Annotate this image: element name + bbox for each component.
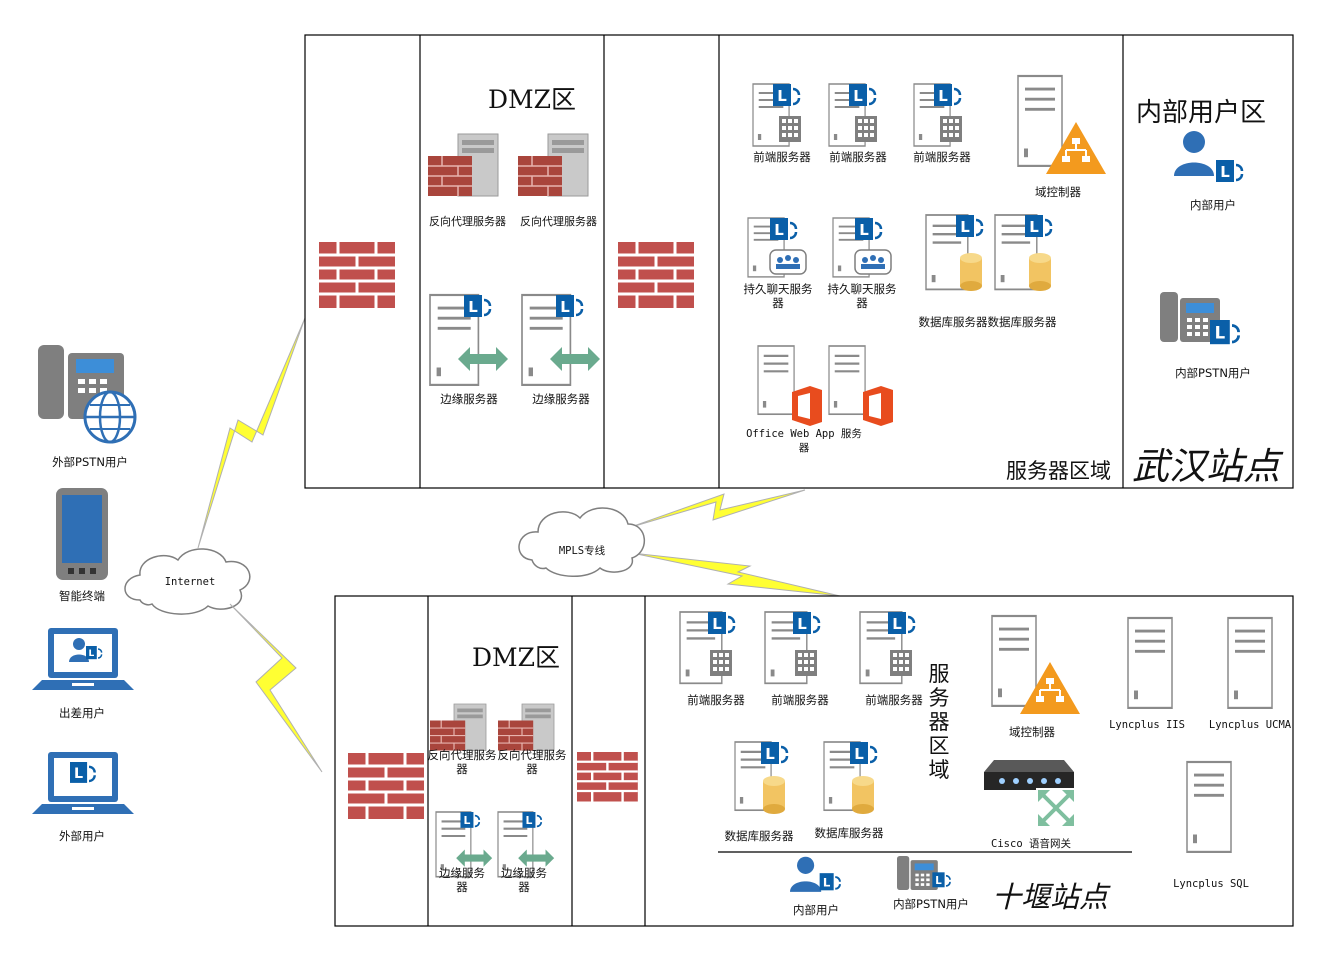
edge-server-label: 边缘服务器	[501, 866, 547, 894]
lyncplus-ucma-label: Lyncplus UCMA	[1208, 719, 1292, 731]
domain-controller-label: 域控制器	[1035, 185, 1081, 199]
front-end-server-icon	[763, 610, 821, 685]
lyncplus-iis-label: Lyncplus IIS	[1109, 719, 1185, 731]
domain-controller-icon	[1016, 74, 1107, 175]
lightning-mpls-wuhan	[627, 489, 806, 529]
reverse-proxy-icon	[497, 703, 555, 752]
front-end-label: 前端服务器	[829, 150, 887, 164]
front-end-server-icon	[678, 610, 736, 685]
lyncplus-iis-server-icon	[1126, 616, 1174, 710]
shiyan-site-frame	[334, 595, 1294, 927]
external-user-laptop-icon	[32, 752, 134, 814]
internal-user-label: 内部用户	[793, 903, 839, 917]
front-end-label: 前端服务器	[687, 693, 745, 707]
reverse-proxy-label: 反向代理服务器	[427, 748, 497, 776]
internal-pstn-phone-icon	[897, 856, 951, 890]
database-server-icon	[993, 213, 1053, 291]
lyncplus-sql-server-icon	[1185, 760, 1233, 854]
travel-user-laptop-icon	[32, 628, 134, 690]
mpls-label: MPLS专线	[558, 545, 606, 557]
internal-user-icon	[1174, 131, 1244, 184]
lyncplus-ucma-server-icon	[1226, 616, 1274, 710]
internal-zone-title: 内部用户区	[1136, 98, 1267, 128]
firewall-icon	[575, 750, 639, 803]
cisco-gateway-label: Cisco 语音网关	[991, 838, 1071, 850]
front-end-label: 前端服务器	[865, 693, 923, 707]
database-server-icon	[822, 740, 878, 814]
internal-pstn-label: 内部PSTN用户	[1175, 366, 1251, 380]
database-server-label: 数据库服务器	[987, 315, 1057, 329]
database-server-label: 数据库服务器	[918, 315, 988, 329]
office-web-app-server-icon	[756, 344, 822, 426]
firewall-icon	[616, 240, 696, 310]
internal-user-label: 内部用户	[1190, 198, 1236, 212]
persistent-chat-label: 持久聊天服务器	[743, 282, 813, 310]
cisco-voice-gateway-icon	[984, 760, 1076, 828]
office-web-app-label: Office Web App 服务器	[746, 428, 862, 454]
reverse-proxy-icon	[427, 133, 499, 197]
external-pstn-label: 外部PSTN用户	[52, 455, 128, 469]
reverse-proxy-label: 反向代理服务器	[429, 215, 506, 228]
internet-label: Internet	[164, 576, 216, 588]
smart-terminal-label: 智能终端	[59, 589, 105, 603]
lightning-internet-wuhan	[197, 317, 306, 549]
front-end-server-icon	[828, 82, 877, 147]
reverse-proxy-label: 反向代理服务器	[497, 748, 567, 776]
wuhan-server-zone-title: 服务器区域	[1006, 459, 1111, 483]
edge-server-icon	[520, 293, 600, 387]
front-end-server-icon	[913, 82, 962, 147]
travel-user-label: 出差用户	[59, 706, 105, 720]
persistent-chat-server-icon	[747, 216, 807, 278]
internet-cloud-icon	[124, 548, 251, 615]
shiyan-dmz-title: DMZ区	[472, 643, 561, 672]
database-server-icon	[924, 213, 984, 291]
persistent-chat-server-icon	[832, 216, 892, 278]
lightning-mpls-shiyan	[631, 552, 841, 597]
office-web-app-server-icon	[827, 344, 893, 426]
database-server-icon	[733, 740, 789, 814]
mpls-cloud-icon	[518, 507, 646, 577]
edge-server-label: 边缘服务器	[439, 866, 485, 894]
external-pstn-phone-icon	[38, 345, 137, 444]
internal-user-icon	[790, 856, 841, 892]
firewall-icon	[317, 240, 397, 310]
external-user-label: 外部用户	[59, 829, 105, 843]
wuhan-site-frame	[304, 34, 1294, 489]
internal-pstn-label: 内部PSTN用户	[893, 897, 969, 911]
smartphone-icon	[56, 488, 108, 580]
lightning-internet-shiyan	[229, 603, 323, 773]
wuhan-site-title: 武汉站点	[1132, 445, 1280, 488]
database-server-label: 数据库服务器	[724, 829, 794, 843]
front-end-label: 前端服务器	[753, 150, 811, 164]
database-server-label: 数据库服务器	[814, 826, 884, 840]
internal-pstn-phone-icon	[1160, 292, 1240, 346]
front-end-server-icon	[858, 610, 916, 685]
reverse-proxy-label: 反向代理服务器	[520, 215, 597, 228]
edge-server-label: 边缘服务器	[440, 392, 498, 406]
reverse-proxy-icon	[517, 133, 589, 197]
shiyan-server-zone-title: 服务器区域	[928, 662, 950, 782]
persistent-chat-label: 持久聊天服务器	[827, 282, 897, 310]
lyncplus-sql-label: Lyncplus SQL	[1173, 878, 1249, 890]
front-end-label: 前端服务器	[913, 150, 971, 164]
front-end-server-icon	[752, 82, 801, 147]
domain-controller-label: 域控制器	[1009, 725, 1055, 739]
shiyan-site-title: 十堰站点	[992, 880, 1109, 914]
wuhan-dmz-title: DMZ区	[488, 85, 577, 114]
edge-server-icon	[428, 293, 508, 387]
edge-server-label: 边缘服务器	[532, 392, 590, 406]
firewall-icon	[346, 751, 426, 821]
domain-controller-icon	[990, 614, 1081, 715]
front-end-label: 前端服务器	[771, 693, 829, 707]
reverse-proxy-icon	[429, 703, 487, 752]
